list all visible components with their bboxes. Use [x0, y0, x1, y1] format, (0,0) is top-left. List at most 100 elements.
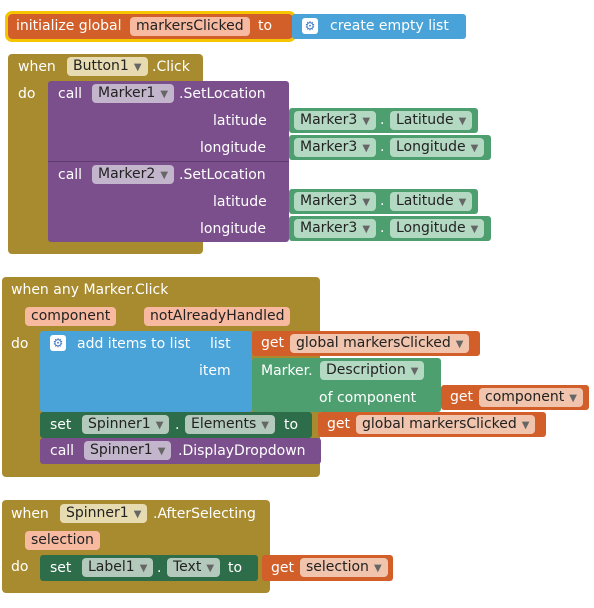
- marker2-setlocation-block[interactable]: call Marker2▼ .SetLocation latitude long…: [48, 161, 289, 242]
- chevron-down-icon: ▼: [362, 197, 371, 208]
- chevron-down-icon: ▼: [362, 116, 371, 127]
- longitude-property-label: Longitude: [396, 220, 466, 236]
- chevron-down-icon: ▼: [470, 143, 479, 154]
- elements-label: Elements: [191, 416, 257, 432]
- chevron-down-icon: ▼: [133, 62, 142, 73]
- param-selection[interactable]: selection: [25, 531, 100, 550]
- chevron-down-icon: ▼: [157, 446, 166, 457]
- spinner1-displaydropdown-block[interactable]: call Spinner1▼ .DisplayDropdown: [40, 438, 321, 464]
- param-component[interactable]: component: [25, 307, 117, 326]
- chevron-down-icon: ▼: [470, 224, 479, 235]
- global-var-dropdown[interactable]: global markersClicked ▼: [290, 334, 470, 353]
- get-label: get: [261, 335, 284, 351]
- marker3-label: Marker3: [300, 112, 358, 128]
- do-label: do: [11, 336, 29, 352]
- set-label1-text-block[interactable]: set Label1▼ . Text▼ to: [40, 555, 258, 581]
- chevron-down-icon: ▼: [455, 339, 464, 350]
- marker3-component-dropdown[interactable]: Marker3▼: [294, 192, 377, 211]
- chevron-down-icon: ▼: [155, 420, 164, 431]
- get-component-block[interactable]: get component▼: [441, 385, 589, 410]
- marker3-longitude-getter[interactable]: Marker3▼ . Longitude▼: [289, 216, 491, 241]
- longitude-label: longitude: [200, 140, 266, 156]
- to-label: to: [228, 560, 243, 576]
- gear-icon[interactable]: ⚙: [302, 18, 318, 34]
- call-label: call: [58, 167, 83, 183]
- dot-separator: .: [175, 417, 180, 433]
- add-items-to-list-block[interactable]: ⚙ add items to list list item: [40, 331, 252, 412]
- dot-separator: .: [380, 112, 385, 128]
- marker3-latitude-getter[interactable]: Marker3▼ . Latitude▼: [289, 189, 478, 214]
- get-selection-block[interactable]: get selection▼: [262, 555, 393, 581]
- afterselecting-event-label: .AfterSelecting: [153, 506, 256, 522]
- label1-component-dropdown[interactable]: Label1 ▼: [82, 558, 154, 577]
- global-var-label: global markersClicked: [296, 335, 451, 351]
- when-label: when: [11, 506, 49, 522]
- global-var-name-field[interactable]: markersClicked: [130, 17, 250, 36]
- spinner1-component-dropdown[interactable]: Spinner1▼: [82, 415, 170, 434]
- latitude-label: latitude: [213, 194, 267, 210]
- longitude-property-dropdown[interactable]: Longitude ▼: [390, 138, 485, 157]
- marker3-component-dropdown[interactable]: Marker3▼: [294, 138, 377, 157]
- of-component-label: of component: [319, 390, 417, 406]
- create-empty-list-block[interactable]: ⚙ create empty list: [292, 14, 466, 39]
- set-spinner1-elements-block[interactable]: set Spinner1▼ . Elements▼ to: [40, 412, 312, 438]
- marker3-component-dropdown[interactable]: Marker3▼: [294, 219, 377, 238]
- spinner1-label: Spinner1: [90, 442, 153, 458]
- list-socket-label: list: [210, 336, 231, 352]
- global-var-dropdown[interactable]: global markersClicked ▼: [356, 415, 536, 434]
- init-label: initialize global: [16, 18, 122, 34]
- add-items-label: add items to list: [77, 336, 191, 352]
- chevron-down-icon: ▼: [139, 563, 148, 574]
- chevron-down-icon: ▼: [206, 563, 215, 574]
- button1-label: Button1: [73, 58, 129, 74]
- event-title-label: when any Marker.Click: [11, 282, 169, 298]
- spinner1-component-dropdown[interactable]: Spinner1 ▼: [84, 441, 172, 460]
- marker3-latitude-getter[interactable]: Marker3 ▼ . Latitude ▼: [289, 108, 478, 133]
- marker1-setlocation-block[interactable]: call Marker1▼ .SetLocation latitude long…: [48, 81, 289, 161]
- longitude-property-label: Longitude: [396, 139, 466, 155]
- label1-label: Label1: [88, 559, 135, 575]
- global-var-label: global markersClicked: [362, 416, 517, 432]
- latitude-property-dropdown[interactable]: Latitude ▼: [390, 111, 473, 130]
- get-global-markersclicked-block[interactable]: get global markersClicked ▼: [318, 412, 546, 437]
- param-not-already-handled[interactable]: notAlreadyHandled: [144, 307, 291, 326]
- text-property-label: Text: [173, 559, 202, 575]
- init-to-label: to: [258, 18, 273, 34]
- longitude-property-dropdown[interactable]: Longitude ▼: [390, 219, 485, 238]
- chevron-down-icon: ▼: [160, 89, 169, 100]
- spinner1-label: Spinner1: [66, 505, 129, 521]
- text-property-dropdown[interactable]: Text ▼: [167, 558, 221, 577]
- chevron-down-icon: ▼: [261, 420, 269, 431]
- elements-property-dropdown[interactable]: Elements ▼: [185, 415, 275, 434]
- latitude-property-dropdown[interactable]: Latitude▼: [390, 192, 473, 211]
- marker1-component-dropdown[interactable]: Marker1▼: [92, 84, 175, 103]
- initialize-global-block[interactable]: initialize global markersClicked to: [5, 11, 296, 42]
- description-property-dropdown[interactable]: Description▼: [320, 361, 425, 380]
- button1-component-dropdown[interactable]: Button1 ▼: [67, 57, 148, 76]
- marker2-component-dropdown[interactable]: Marker2▼: [92, 165, 175, 184]
- dot-separator: .: [380, 139, 385, 155]
- spinner1-component-dropdown[interactable]: Spinner1 ▼: [60, 504, 148, 523]
- chevron-down-icon: ▼: [133, 509, 142, 520]
- to-label: to: [284, 417, 299, 433]
- chevron-down-icon: ▼: [458, 116, 467, 127]
- component-var-dropdown[interactable]: component ▼: [479, 388, 583, 407]
- marker3-component-dropdown[interactable]: Marker3 ▼: [294, 111, 377, 130]
- any-marker-label: Marker.: [261, 363, 313, 379]
- selection-var-dropdown[interactable]: selection▼: [300, 558, 388, 577]
- gear-icon[interactable]: ⚙: [50, 335, 66, 351]
- marker3-longitude-getter[interactable]: Marker3▼ . Longitude ▼: [289, 135, 491, 160]
- latitude-property-label: Latitude: [396, 112, 454, 128]
- get-label: get: [271, 560, 294, 576]
- setlocation-method-label: .SetLocation: [179, 86, 266, 102]
- chevron-down-icon: ▼: [458, 197, 467, 208]
- get-label: get: [327, 416, 350, 432]
- get-global-markersclicked-block[interactable]: get global markersClicked ▼: [252, 331, 480, 356]
- chevron-down-icon: ▼: [521, 420, 530, 431]
- chevron-down-icon: ▼: [569, 393, 577, 404]
- item-socket-label: item: [199, 363, 231, 379]
- component-var-label: component: [485, 389, 565, 405]
- chevron-down-icon: ▼: [362, 224, 371, 235]
- chevron-down-icon: ▼: [373, 563, 382, 574]
- marker-description-getter[interactable]: Marker. Description▼ of component: [252, 358, 441, 412]
